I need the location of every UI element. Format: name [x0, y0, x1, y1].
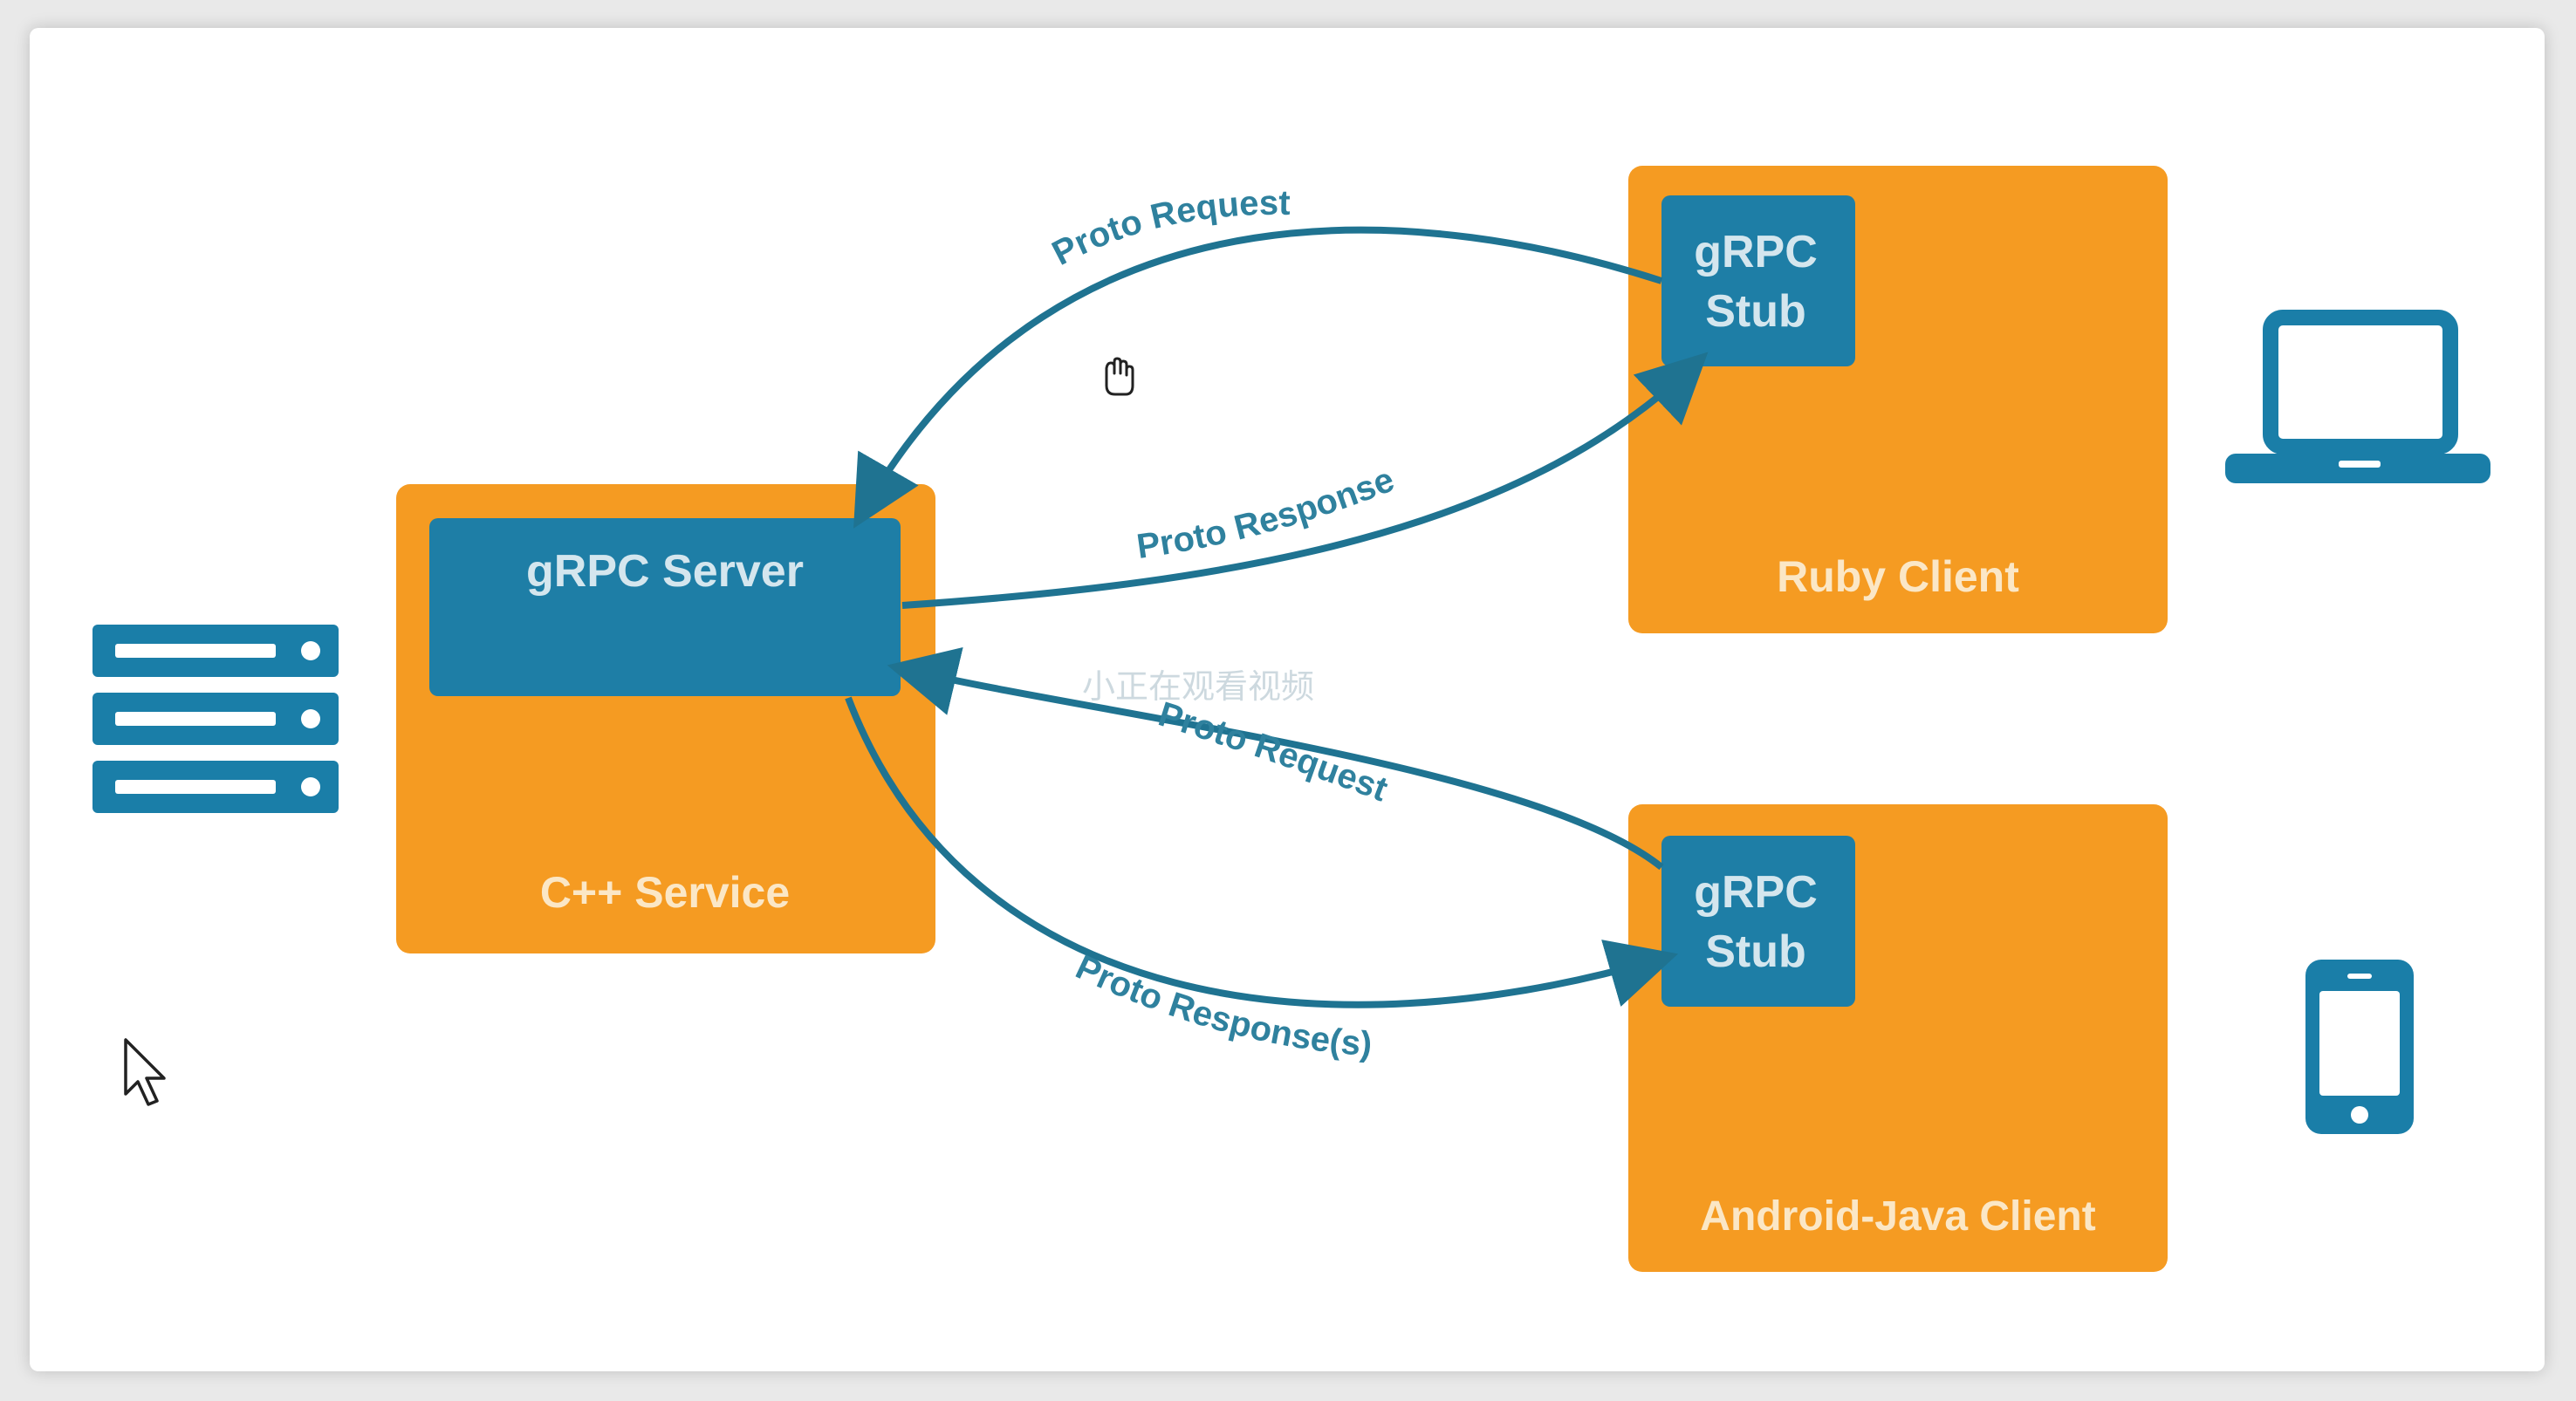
ruby-client-label: Ruby Client: [1777, 552, 2019, 601]
cpp-service-box: gRPC Server C++ Service: [396, 484, 935, 953]
ruby-stub-label-line2: Stub: [1705, 286, 1806, 337]
grpc-server-box: [429, 518, 901, 696]
ruby-grpc-stub-box: [1661, 195, 1855, 366]
laptop-icon: [2225, 310, 2490, 483]
label-top-response: Proto Response: [1134, 461, 1400, 566]
label-bottom-request: Proto Request: [1154, 695, 1393, 810]
ruby-client-box: gRPC Stub Ruby Client: [1628, 166, 2168, 633]
android-java-client-box: gRPC Stub Android-Java Client: [1628, 804, 2168, 1272]
android-stub-label-line1: gRPC: [1694, 867, 1818, 918]
smartphone-icon: [2305, 960, 2414, 1134]
server-rack-icon: [92, 625, 339, 813]
cpp-service-label: C++ Service: [540, 868, 790, 917]
arrow-bottom-request: [887, 646, 1664, 871]
android-java-client-label: Android-Java Client: [1700, 1193, 2095, 1240]
arrow-top-response: [901, 352, 1709, 609]
watermark-text: 小正在观看视频: [1082, 667, 1314, 706]
ruby-stub-label-line1: gRPC: [1694, 227, 1818, 277]
hand-cursor-icon: [1105, 357, 1134, 396]
grpc-server-label: gRPC Server: [526, 546, 804, 597]
arrow-cursor-icon: [124, 1038, 166, 1106]
android-stub-label-line2: Stub: [1705, 926, 1806, 977]
arrow-bottom-response: [845, 696, 1679, 1008]
android-grpc-stub-box: [1661, 836, 1855, 1007]
arrow-top-request: [853, 226, 1663, 529]
